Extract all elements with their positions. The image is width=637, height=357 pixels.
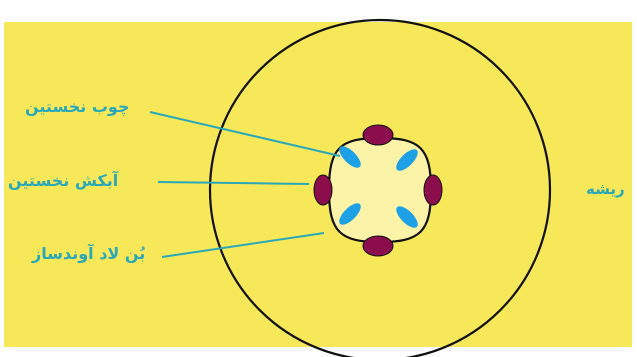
leader-line-pericycle [162, 233, 324, 257]
phloem-patch-left [314, 175, 332, 205]
phloem-patch-bottom [363, 236, 393, 256]
label-primary-phloem: آبکش نخستین [8, 173, 118, 189]
phloem-patch-right [424, 175, 442, 205]
leader-line-primary-xylem [150, 112, 340, 156]
phloem-patch-top [363, 125, 393, 145]
label-root: ریشه [586, 182, 625, 197]
label-pericycle: بُن لاد آوندساز [32, 246, 145, 262]
leader-line-primary-phloem [158, 182, 309, 184]
label-primary-xylem: چوب نخستین [25, 99, 130, 115]
